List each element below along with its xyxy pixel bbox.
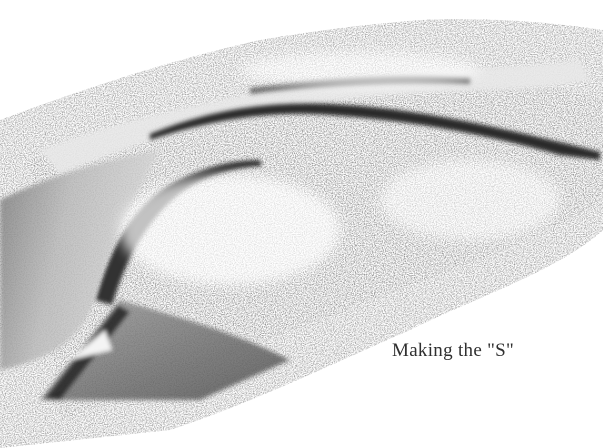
image-caption: Making the "S" [392, 340, 514, 362]
